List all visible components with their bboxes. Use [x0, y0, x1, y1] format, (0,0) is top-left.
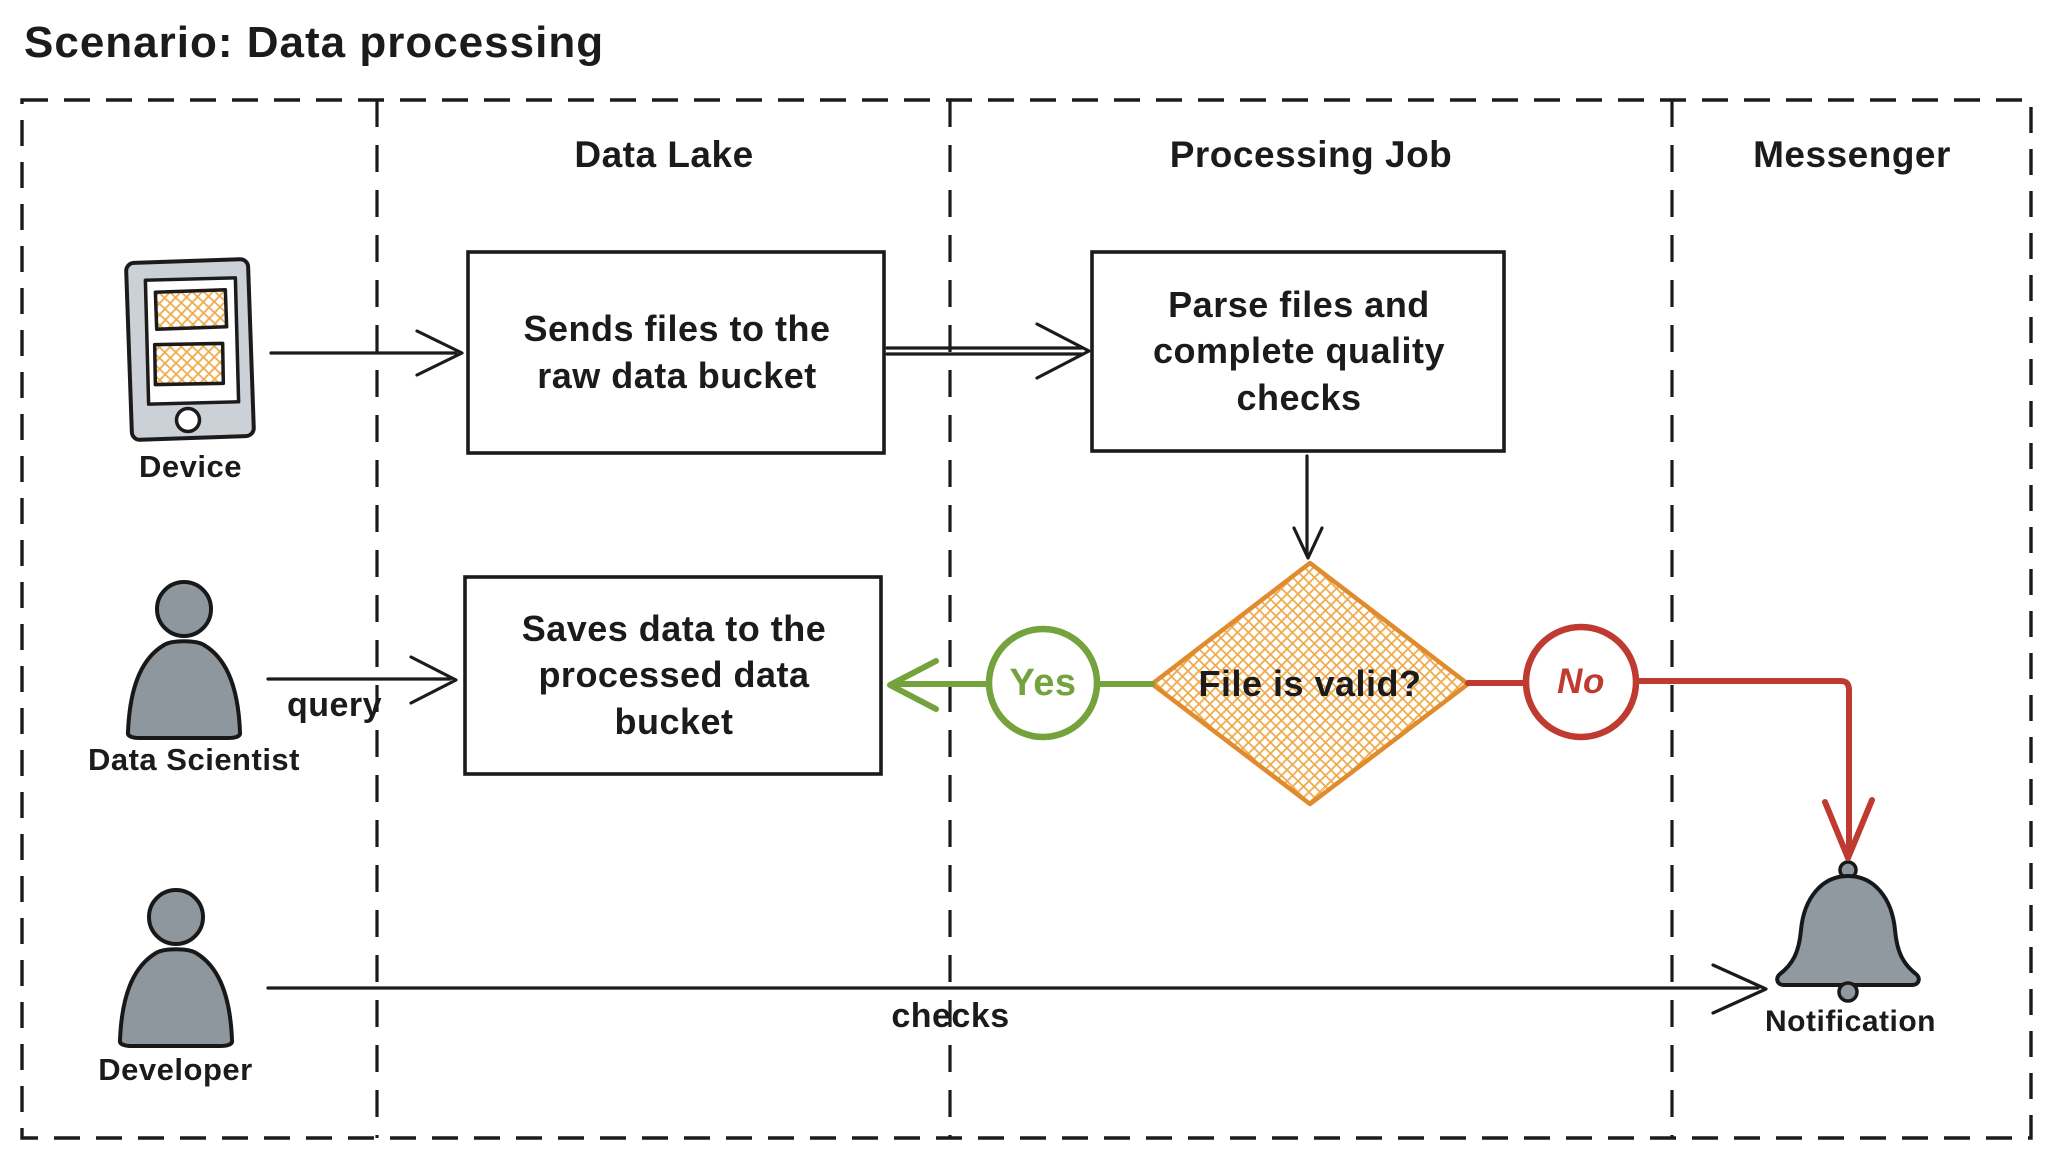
device-icon — [124, 257, 256, 442]
data-scientist-label: Data Scientist — [87, 742, 300, 778]
decision-label: File is valid? — [1198, 662, 1422, 704]
arrow-send-files-to-parse — [885, 322, 1091, 380]
no-label: No — [1557, 661, 1605, 701]
send-files-line-1: Sends files to the — [523, 308, 831, 350]
parse-files-line-3: checks — [1236, 376, 1362, 418]
lane-header-processing-job: Processing Job — [1169, 134, 1453, 176]
arrow-no-to-notification — [1633, 678, 1875, 861]
notification-label: Notification — [1765, 1004, 1936, 1038]
developer-label: Developer — [98, 1052, 253, 1088]
arrow-checks — [266, 963, 1768, 1015]
save-data-box — [463, 575, 883, 776]
checks-edge-label: checks — [891, 997, 1010, 1036]
save-data-line-3: bucket — [614, 700, 734, 742]
yes-label: Yes — [1009, 661, 1077, 704]
parse-files-line-2: complete quality — [1152, 330, 1446, 372]
send-files-line-2: raw data bucket — [537, 354, 817, 396]
file-valid-decision-diamond — [1149, 560, 1471, 807]
send-files-label: Sends files to the raw data bucket — [470, 256, 884, 449]
swimlane-frame — [20, 98, 2033, 1140]
save-data-line-2: processed data — [538, 654, 810, 696]
arrow-parse-to-decision — [1292, 454, 1324, 560]
arrow-device-to-send-files — [269, 329, 464, 377]
parse-files-label: Parse files and complete quality checks — [1094, 256, 1504, 447]
save-data-label: Saves data to the processed data bucket — [467, 581, 881, 770]
parse-files-line-1: Parse files and — [1168, 284, 1430, 326]
arrow-query — [266, 655, 458, 705]
query-edge-label: query — [286, 686, 383, 725]
notification-bell-icon — [1775, 860, 1921, 1003]
developer-icon — [117, 888, 235, 1048]
send-files-box — [466, 250, 886, 455]
yes-circle — [985, 625, 1101, 741]
data-scientist-icon — [125, 580, 243, 740]
parse-files-box — [1090, 250, 1506, 453]
device-label: Device — [139, 449, 242, 485]
lane-header-data-lake: Data Lake — [574, 134, 754, 176]
lane-header-messenger: Messenger — [1753, 134, 1951, 176]
diagram-title: Scenario: Data processing — [24, 17, 605, 67]
save-data-line-1: Saves data to the — [521, 608, 827, 650]
